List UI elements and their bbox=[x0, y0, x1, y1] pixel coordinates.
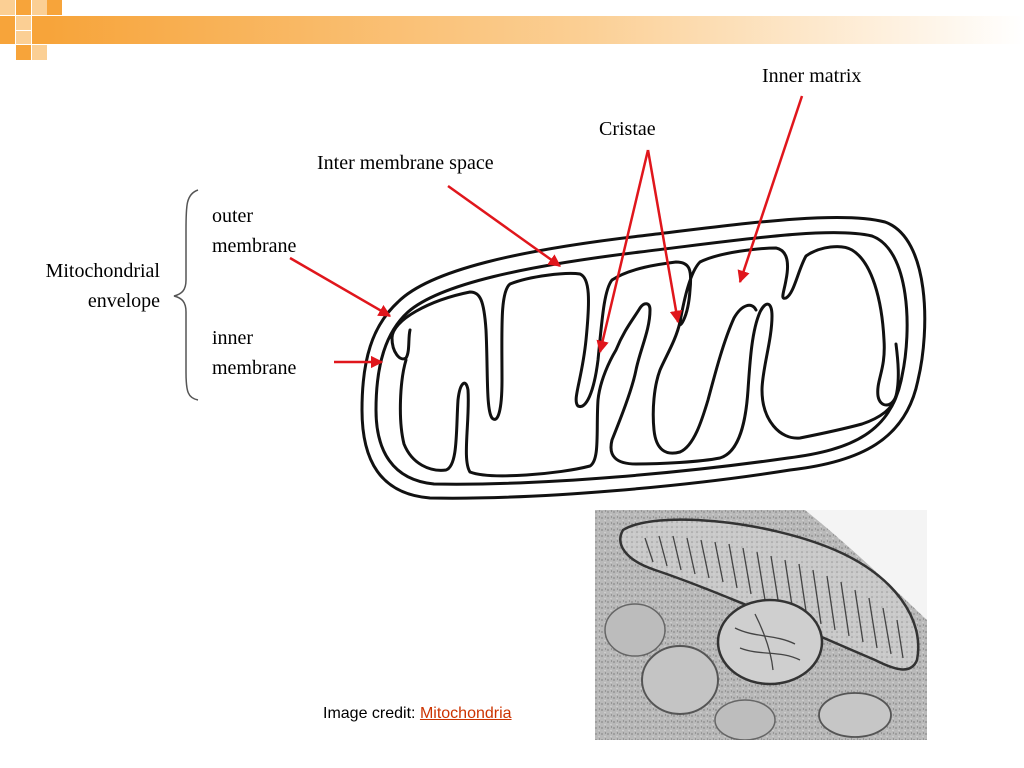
header-square bbox=[32, 16, 47, 44]
label-inner-membrane-line2: membrane bbox=[212, 357, 297, 379]
arrow-inter-membrane-space bbox=[447, 184, 562, 268]
label-envelope-line2: envelope bbox=[87, 290, 160, 312]
arrow-outer-membrane bbox=[289, 256, 392, 318]
header-gradient-bar bbox=[47, 16, 1024, 44]
inner-membrane-shape bbox=[390, 245, 900, 478]
header-square bbox=[47, 0, 62, 15]
label-outer-membrane-line2: membrane bbox=[212, 235, 297, 257]
header-square bbox=[0, 16, 15, 44]
header-square bbox=[32, 45, 47, 60]
header-decoration bbox=[0, 0, 1024, 60]
header-square bbox=[0, 0, 15, 15]
label-outer-membrane-line1: outer bbox=[212, 205, 254, 227]
label-cristae: Cristae bbox=[599, 118, 656, 140]
label-envelope-line1: Mitochondrial bbox=[45, 260, 160, 282]
header-square bbox=[16, 0, 31, 15]
image-credit-link[interactable]: Mitochondria bbox=[419, 705, 512, 722]
outer-membrane-shape bbox=[360, 215, 927, 500]
header-square bbox=[16, 31, 31, 44]
image-credit-prefix: Image credit: bbox=[323, 705, 416, 722]
arrow-cristae-1 bbox=[596, 149, 650, 354]
label-inner-membrane-line1: inner bbox=[212, 327, 254, 349]
label-inner-matrix: Inner matrix bbox=[762, 65, 862, 87]
envelope-brace bbox=[173, 189, 199, 401]
electron-micrograph-image bbox=[595, 510, 927, 740]
header-square bbox=[32, 0, 47, 15]
label-arrows bbox=[289, 95, 804, 369]
arrow-cristae-2 bbox=[646, 149, 683, 324]
header-square bbox=[16, 45, 31, 60]
arrow-inner-matrix bbox=[737, 95, 804, 284]
header-square bbox=[16, 16, 31, 30]
label-inter-membrane-space: Inter membrane space bbox=[317, 152, 494, 174]
image-credit: Image credit: Mitochondria bbox=[323, 705, 512, 723]
